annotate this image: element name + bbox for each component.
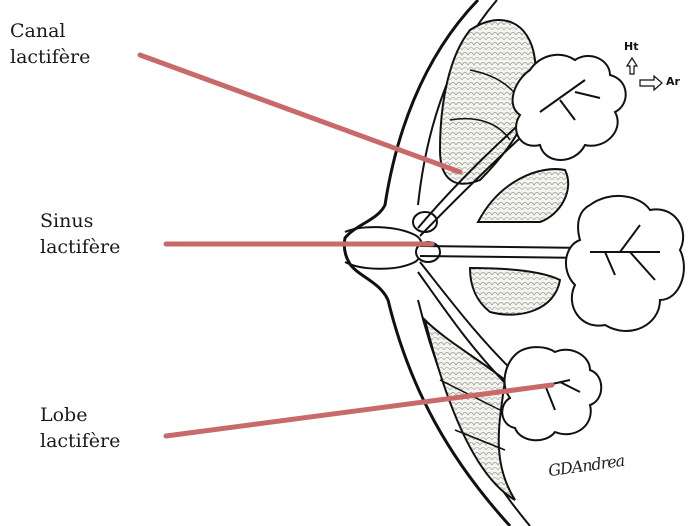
arrow-right-icon	[640, 76, 662, 90]
nipple	[345, 212, 440, 269]
label-sinus-line1: Sinus	[40, 208, 120, 234]
arrow-up-icon	[627, 58, 637, 74]
label-lobe-line1: Lobe	[40, 402, 120, 428]
label-sinus-line2: lactifère	[40, 234, 120, 260]
middle-fat-tissue	[470, 169, 568, 315]
lower-lobe	[502, 347, 601, 440]
orientation-right-label: Ar	[666, 75, 680, 88]
label-canal-lactifere: Canal lactifère	[10, 18, 90, 70]
label-canal-line2: lactifère	[10, 44, 90, 70]
label-canal-line1: Canal	[10, 18, 90, 44]
label-lobe-line2: lactifère	[40, 428, 120, 454]
pointer-canal	[140, 55, 460, 172]
upper-lobe	[513, 55, 626, 160]
orientation-up-label: Ht	[624, 40, 638, 53]
label-sinus-lactifere: Sinus lactifère	[40, 208, 120, 260]
orientation-arrows	[627, 58, 662, 90]
label-lobe-lactifere: Lobe lactifère	[40, 402, 120, 454]
middle-lobe	[566, 196, 684, 331]
